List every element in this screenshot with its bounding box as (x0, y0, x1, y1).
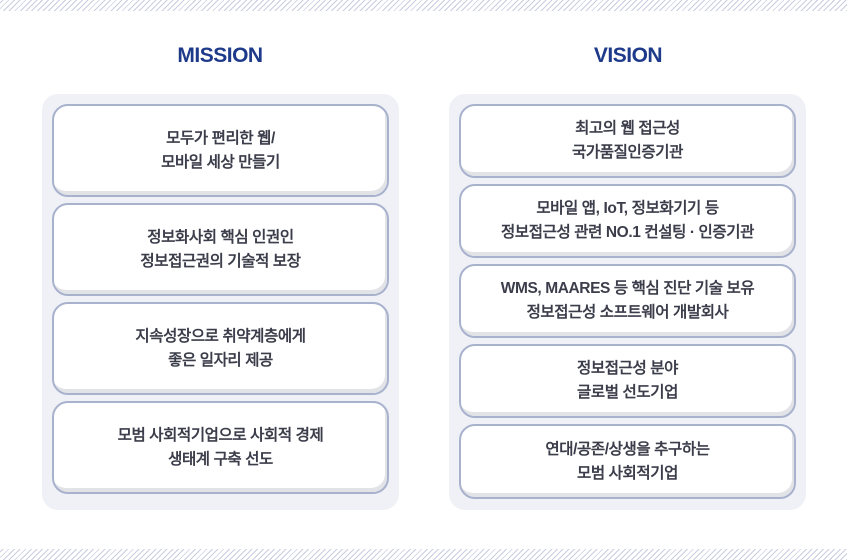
mission-card-line: 모두가 편리한 웹/ (166, 129, 275, 147)
vision-card: WMS, MAARES 등 핵심 진단 기술 보유 정보접근성 소프트웨어 개발… (459, 264, 796, 338)
bottom-hatch-divider (0, 549, 847, 560)
vision-card-line: WMS, MAARES 등 핵심 진단 기술 보유 (500, 280, 755, 297)
mission-card-line: 모범 사회적기업으로 사회적 경제 (117, 426, 324, 444)
vision-card: 모바일 앱, IoT, 정보화기기 등 정보접근성 관련 NO.1 컨설팅 · … (459, 184, 796, 258)
mission-card-line: 생태계 구축 선도 (168, 450, 273, 468)
vision-panel: 최고의 웹 접근성 국가품질인증기관 모바일 앱, IoT, 정보화기기 등 정… (449, 94, 806, 510)
mission-card-line: 지속성장으로 취약계층에게 (135, 327, 306, 345)
vision-card: 정보접근성 분야 글로벌 선도기업 (459, 344, 796, 418)
vision-card-line: 정보접근성 분야 (577, 360, 678, 377)
mission-card: 모범 사회적기업으로 사회적 경제 생태계 구축 선도 (52, 401, 389, 494)
vision-card-line: 연대/공존/상생을 추구하는 (545, 440, 710, 458)
vision-card-line: 국가품질인증기관 (572, 144, 683, 161)
mission-panel: 모두가 편리한 웹/ 모바일 세상 만들기 정보화사회 핵심 인권인 정보접근권… (42, 94, 399, 510)
mission-card: 지속성장으로 취약계층에게 좋은 일자리 제공 (52, 302, 389, 395)
mission-card-line: 모바일 세상 만들기 (161, 153, 280, 171)
vision-title: VISION (593, 44, 663, 67)
mission-card-line: 정보화사회 핵심 인권인 (147, 228, 294, 246)
mission-title: MISSION (177, 44, 263, 67)
vision-card-line: 모바일 앱, IoT, 정보화기기 등 (536, 200, 719, 217)
vision-card-line: 정보접근성 소프트웨어 개발회사 (526, 304, 729, 321)
vision-card-line: 정보접근성 관련 NO.1 컨설팅 · 인증기관 (501, 224, 754, 241)
top-hatch-divider (0, 0, 847, 11)
vision-card-line: 글로벌 선도기업 (577, 384, 678, 401)
mission-card-line: 좋은 일자리 제공 (168, 351, 273, 369)
mission-card: 정보화사회 핵심 인권인 정보접근권의 기술적 보장 (52, 203, 389, 296)
vision-card: 최고의 웹 접근성 국가품질인증기관 (459, 104, 796, 178)
mission-card-line: 정보접근권의 기술적 보장 (140, 252, 301, 270)
vision-card-line: 최고의 웹 접근성 (575, 120, 680, 137)
mission-card: 모두가 편리한 웹/ 모바일 세상 만들기 (52, 104, 389, 197)
vision-card-line: 모범 사회적기업 (577, 464, 678, 482)
vision-card: 연대/공존/상생을 추구하는 모범 사회적기업 (459, 424, 796, 499)
